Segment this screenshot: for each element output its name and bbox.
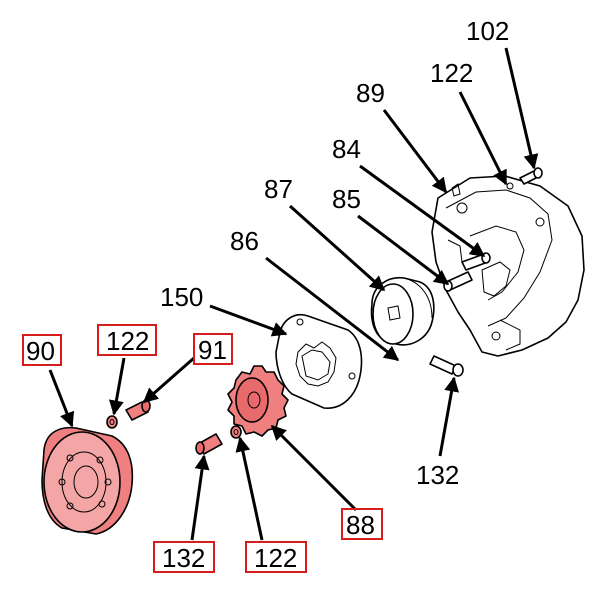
callout-88: 88 bbox=[346, 510, 375, 540]
callout-122-bottom: 122 bbox=[254, 543, 297, 573]
housing-part-89 bbox=[431, 175, 585, 357]
callout-122-top: 122 bbox=[430, 58, 473, 88]
flywheel-part-90 bbox=[41, 426, 134, 535]
disc-part-87 bbox=[370, 277, 435, 346]
callout-122-left: 122 bbox=[106, 326, 149, 356]
callout-box-132-bottom bbox=[153, 541, 215, 573]
bolt-part-132-right bbox=[429, 355, 464, 377]
callout-box-90 bbox=[22, 334, 62, 366]
callout-87: 87 bbox=[264, 174, 293, 204]
callout-90: 90 bbox=[26, 336, 55, 366]
washer-part-122-left bbox=[106, 415, 118, 429]
callout-86: 86 bbox=[230, 226, 259, 256]
callout-box-88 bbox=[341, 508, 383, 540]
callout-102: 102 bbox=[466, 16, 509, 46]
leader-lines bbox=[48, 47, 539, 541]
callout-132-right: 132 bbox=[416, 460, 459, 490]
callout-150: 150 bbox=[160, 282, 203, 312]
plate-part-150 bbox=[275, 314, 363, 409]
callout-box-122-left bbox=[97, 324, 157, 356]
bolt-part-102 bbox=[519, 167, 543, 185]
gear-part-88 bbox=[227, 365, 289, 437]
washer-part-122-bottom bbox=[230, 425, 242, 439]
callout-85: 85 bbox=[332, 184, 361, 214]
callout-132-bottom: 132 bbox=[162, 543, 205, 573]
bolt-part-91 bbox=[125, 399, 151, 421]
callout-89: 89 bbox=[356, 78, 385, 108]
callout-91: 91 bbox=[198, 335, 227, 365]
callout-box-122-bottom bbox=[245, 541, 307, 573]
callout-box-91 bbox=[193, 333, 233, 365]
callout-84: 84 bbox=[332, 134, 361, 164]
bolt-part-132-bottom bbox=[195, 433, 223, 455]
